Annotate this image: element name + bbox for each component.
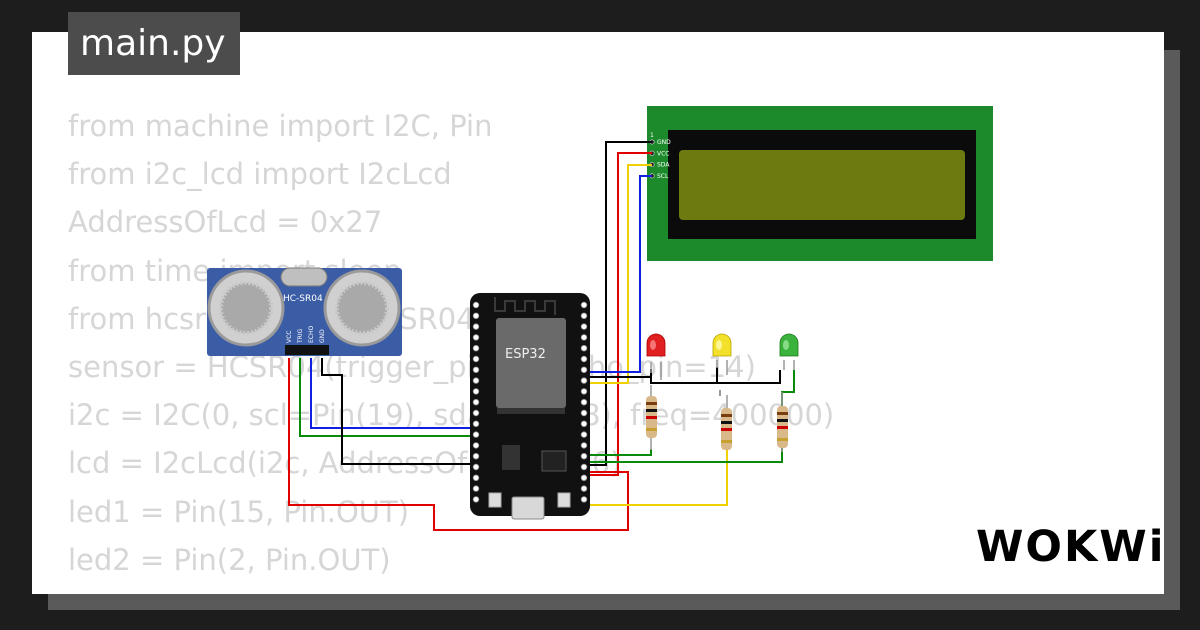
resistor-3[interactable] (777, 392, 788, 452)
lcd-display[interactable]: 1 GND VCC SDA SCL (647, 106, 993, 261)
esp32-chip-label: ESP32 (505, 347, 546, 362)
sensor-pin-label: GND (319, 329, 326, 343)
esp32-pin[interactable] (580, 431, 588, 438)
esp32-button-boot (557, 492, 571, 508)
code-line: from i2c_lcd import I2cLcd (68, 157, 452, 192)
esp32-pin[interactable] (472, 474, 480, 481)
esp32-usb-chip (541, 450, 567, 472)
esp32-pin[interactable] (472, 409, 480, 417)
esp32-pin[interactable] (580, 323, 588, 330)
esp32-pin[interactable] (580, 377, 588, 384)
sensor-model-label: HC-SR04 (283, 294, 323, 304)
lcd-pin-label: SDA (657, 162, 670, 169)
esp32-pin[interactable] (472, 334, 480, 341)
lcd-pin-marker: 1 (650, 132, 654, 139)
sensor-pin-label: TRIG (297, 328, 304, 344)
esp32-pin[interactable] (472, 453, 480, 460)
esp32-pin[interactable] (580, 388, 588, 395)
esp32-pin[interactable] (580, 345, 588, 352)
esp32-pin[interactable] (580, 463, 588, 471)
wokwi-logo: WOKWi (976, 522, 1166, 572)
esp32-pin[interactable] (580, 485, 588, 492)
esp32-pin[interactable] (472, 345, 480, 352)
esp32-pin[interactable] (580, 453, 588, 460)
wire-lcd-gnd (585, 141, 652, 466)
resistor-1[interactable] (646, 385, 657, 450)
esp32-regulator (502, 445, 520, 470)
esp32-shield (496, 318, 566, 408)
esp32-pin[interactable] (580, 474, 588, 481)
led-red[interactable] (646, 333, 666, 380)
lcd-pin-label: SCL (657, 173, 669, 180)
esp32-button-en (488, 492, 502, 508)
led-yellow[interactable] (712, 333, 732, 375)
wire-sensor-trig (299, 358, 475, 437)
esp32-usb-port (511, 496, 545, 520)
esp32-pin[interactable] (472, 355, 480, 363)
esp32-pin[interactable] (580, 409, 588, 417)
esp32-pin[interactable] (580, 399, 588, 406)
esp32-pin[interactable] (472, 399, 480, 406)
lcd-pin-label: VCC (657, 150, 669, 157)
esp32-pin-headers (472, 301, 588, 503)
esp32-pin[interactable] (472, 323, 480, 330)
esp32-antenna (494, 297, 556, 315)
sensor-crystal (280, 267, 328, 287)
code-line: led2 = Pin(2, Pin.OUT) (68, 542, 391, 577)
esp32-pin[interactable] (580, 334, 588, 341)
esp32-pin[interactable] (580, 442, 588, 449)
esp32-pin[interactable] (580, 301, 588, 309)
wire-lcd-scl (585, 175, 652, 373)
esp32-pin[interactable] (472, 312, 480, 319)
wire-yellow-led (585, 449, 728, 506)
wire-sensor-vcc (288, 358, 629, 531)
code-line: from machine import I2C, Pin (68, 109, 493, 143)
wire-led-gnd-bus (585, 367, 781, 384)
esp32-pin[interactable] (472, 301, 480, 309)
esp32-pin[interactable] (472, 420, 480, 427)
esp32-pin[interactable] (472, 431, 480, 438)
code-line: led1 = Pin(15, Pin.OUT) (68, 494, 410, 529)
esp32-pin[interactable] (472, 366, 480, 373)
esp32-pin[interactable] (472, 485, 480, 492)
esp32-pin[interactable] (580, 312, 588, 319)
file-tab[interactable]: main.py (68, 12, 240, 75)
led-green[interactable] (779, 333, 799, 370)
sensor-pin-label: VCC (286, 331, 293, 343)
esp32-pin[interactable] (472, 377, 480, 384)
esp32-pin[interactable] (472, 388, 480, 395)
wire-lcd-vcc (585, 152, 652, 476)
lcd-screen (679, 150, 965, 220)
code-line: led3 = Pin(4, Pin.OUT) (68, 584, 834, 594)
esp32-pin[interactable] (580, 366, 588, 373)
code-line: AddressOfLcd = 0x27 (68, 205, 383, 240)
esp32-pin[interactable] (472, 496, 480, 503)
esp32-board[interactable]: ESP32 (470, 293, 590, 520)
wire-red-led (585, 449, 652, 456)
esp32-pin[interactable] (472, 442, 480, 449)
lcd-pin-label: GND (657, 139, 671, 146)
esp32-pin[interactable] (580, 420, 588, 427)
sensor-pin-label: ECHO (308, 326, 315, 343)
esp32-pin[interactable] (472, 463, 480, 471)
ultrasonic-sensor[interactable]: HC-SR04 VCC TRIG ECHO GND (207, 267, 402, 356)
resistor-2[interactable] (721, 395, 732, 450)
wire-sensor-gnd (321, 358, 475, 465)
esp32-pin[interactable] (580, 496, 588, 503)
wire-sensor-echo (310, 358, 475, 429)
wire-lcd-sda (585, 164, 652, 384)
esp32-pin[interactable] (580, 355, 588, 363)
